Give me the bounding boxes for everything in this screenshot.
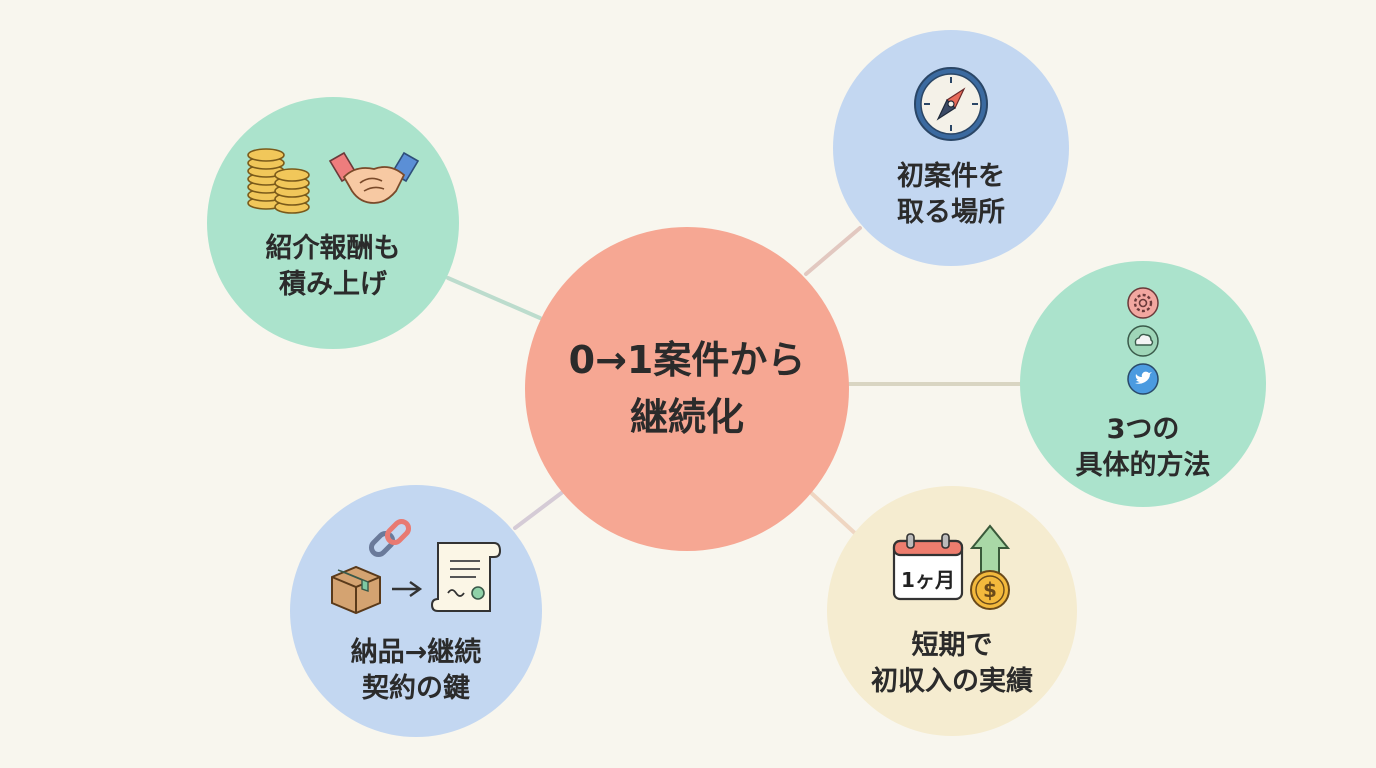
arrow-up-and-coin: $ — [969, 523, 1011, 610]
link-delivery — [513, 486, 570, 530]
reward-label-line2: 積み上げ — [279, 269, 387, 300]
center-title-line1: 0→1案件から — [568, 338, 806, 382]
income-label: 短期で 初収入の実績 — [871, 628, 1033, 701]
center-title: 0→1案件から 継続化 — [569, 332, 806, 446]
place-label-line1: 初案件を — [897, 160, 1005, 192]
calendar-icon: 1ヶ月 — [892, 532, 964, 600]
chain-link-icon — [368, 518, 412, 557]
svg-text:$: $ — [983, 578, 997, 602]
delivery-label: 納品→継続 契約の鍵 — [351, 635, 482, 708]
coins-icon — [247, 147, 310, 214]
node-delivery-contract: 納品→継続 契約の鍵 — [290, 485, 542, 737]
methods-icons — [1126, 284, 1160, 398]
compass-icon — [914, 66, 988, 141]
delivery-icons — [328, 515, 504, 619]
handshake-icon — [328, 151, 420, 204]
methods-label-line2: 具体的方法 — [1075, 450, 1211, 481]
box-icon — [331, 565, 381, 614]
reward-label: 紹介報酬も 積み上げ — [266, 231, 401, 304]
reward-icons — [244, 143, 422, 215]
place-label: 初案件を 取る場所 — [897, 159, 1005, 232]
dollar-coin-icon: $ — [970, 569, 1010, 610]
center-title-line2: 継続化 — [629, 395, 744, 439]
delivery-label-line2: 契約の鍵 — [362, 673, 470, 704]
node-first-project-place: 初案件を 取る場所 — [833, 30, 1069, 266]
contract-scroll-icon — [430, 541, 502, 612]
center-topic: 0→1案件から 継続化 — [525, 227, 849, 551]
link-income — [806, 488, 860, 538]
calendar-text: 1ヶ月 — [901, 568, 955, 592]
node-short-term-income: 1ヶ月 $ 短期で 初収入の実績 — [827, 486, 1077, 736]
place-label-line2: 取る場所 — [897, 197, 1005, 228]
income-icons: 1ヶ月 $ — [890, 522, 1014, 612]
link-reward — [446, 276, 542, 320]
cloud-icon — [1127, 324, 1159, 357]
arrow-right-icon — [392, 580, 423, 597]
bird-icon — [1127, 362, 1159, 395]
income-label-line2: 初収入の実績 — [871, 666, 1033, 697]
link-place — [804, 226, 862, 276]
methods-label: 3つの 具体的方法 — [1076, 412, 1211, 485]
delivery-label-line1: 納品→継続 — [350, 636, 482, 668]
node-three-methods: 3つの 具体的方法 — [1020, 261, 1266, 507]
node-referral-reward: 紹介報酬も 積み上げ — [207, 97, 459, 349]
methods-label-line1: 3つの — [1106, 413, 1180, 445]
gear-icon — [1127, 286, 1159, 319]
reward-label-line1: 紹介報酬も — [265, 232, 401, 264]
income-label-line1: 短期で — [911, 629, 993, 661]
place-icons — [912, 65, 990, 143]
